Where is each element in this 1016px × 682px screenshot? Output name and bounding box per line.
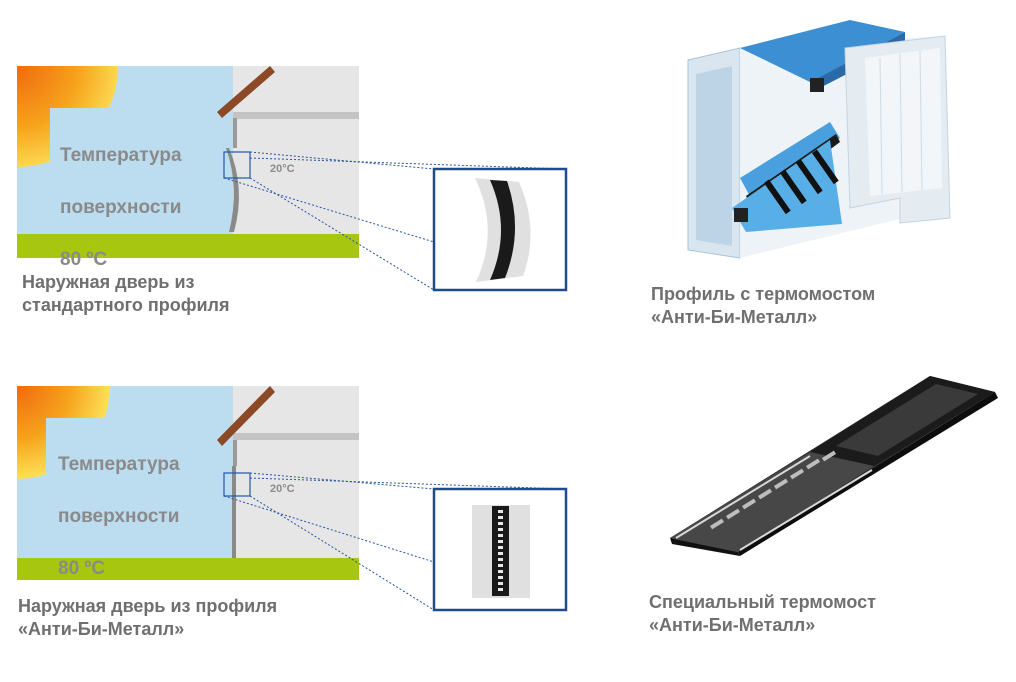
surface-temperature-label: Температура поверхности 80 ºC [58,454,180,579]
zoom-thermobridge-slots [498,510,503,591]
thermobridge-illustration [670,376,998,556]
caption-standard-door: Наружная дверь из стандартного профиля [22,272,230,315]
zoom-source-box [223,151,251,179]
roof [217,386,275,446]
zoom-connectors [223,151,567,291]
caption-antibimetal-door: Наружная дверь из профиля «Анти-Би-Метал… [18,596,278,639]
caption-profile: Профиль с термомостом «Анти-Би-Металл» [651,284,876,327]
inside-temperature-label: 20°C [270,163,295,175]
roof [217,66,275,118]
house-wall [233,386,359,560]
profile-illustration [687,20,951,259]
scene-antibimetal-illustration [17,386,568,612]
zoom-solid-metal [490,180,516,280]
scene-standard-door: Температура поверхности 80 ºC 20°C Наруж… [0,0,580,320]
zoom-source-box [223,472,251,497]
door-bent [226,148,239,232]
zoom-connectors [223,472,567,611]
ground [17,558,359,580]
caption-thermobridge: Специальный термомост «Анти-Би-Металл» [649,592,876,635]
scene-antibimetal-door: Температура поверхности 80 ºC 20°C Наруж… [0,320,580,640]
surface-temperature-label: Температура поверхности 80 ºC [60,145,182,270]
profile-photo [660,18,960,268]
inside-temperature-label: 20°C [270,483,295,495]
thermobridge-photo [660,366,1000,556]
zoom-thermobridge-strip [492,506,509,596]
scene-standard-illustration [17,66,568,292]
ground [17,234,359,258]
door-straight [232,466,236,558]
